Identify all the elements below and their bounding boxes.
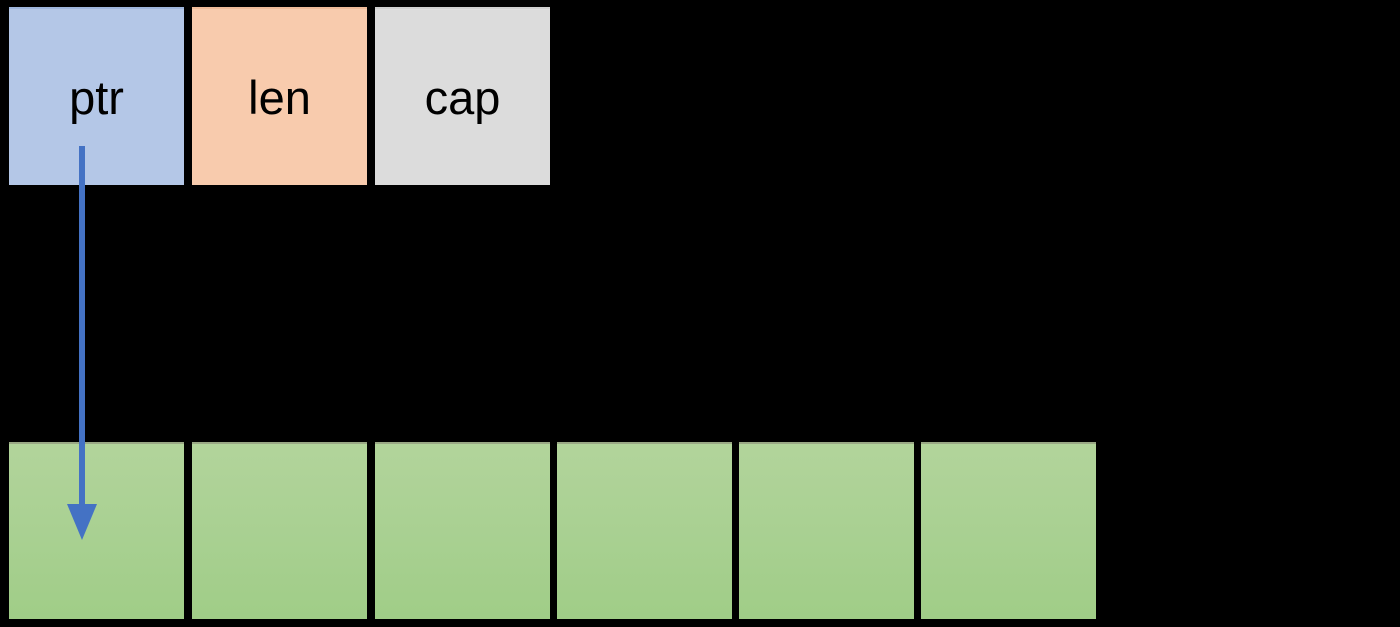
buffer-slot-3 bbox=[557, 442, 732, 619]
field-label-len: len bbox=[248, 70, 311, 124]
buffer-slot-0 bbox=[9, 442, 184, 619]
field-box-len: len bbox=[192, 7, 367, 185]
buffer-slot-5 bbox=[921, 442, 1096, 619]
buffer-slot-2 bbox=[375, 442, 550, 619]
buffer-slot-1 bbox=[192, 442, 367, 619]
field-box-cap: cap bbox=[375, 7, 550, 185]
field-box-ptr: ptr bbox=[9, 7, 184, 185]
buffer-slot-4 bbox=[739, 442, 914, 619]
field-label-cap: cap bbox=[424, 70, 501, 124]
field-label-ptr: ptr bbox=[69, 70, 124, 124]
